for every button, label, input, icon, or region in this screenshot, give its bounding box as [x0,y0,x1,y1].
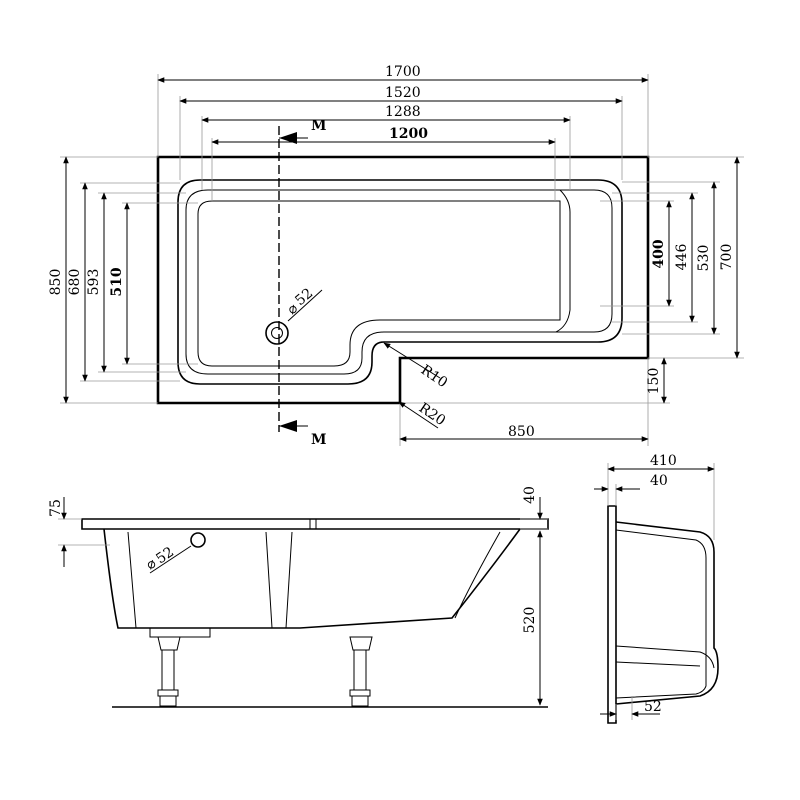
waste-outlet-icon [265,321,289,345]
side-body-inner [127,531,137,629]
dim-850-width: 850 [48,156,158,404]
dim-510: 510 [109,202,198,365]
svg-text:52: 52 [644,699,662,715]
side-rim [81,518,549,530]
svg-text:530: 530 [696,245,712,272]
dim-530: 530 [622,181,720,335]
side-waste-label: 52 [153,544,177,567]
dim-1288: 1288 [201,104,571,190]
svg-text:700: 700 [719,244,735,271]
top-view: ⌀ 52 M M 1700 1520 [48,64,744,448]
svg-text:1520: 1520 [385,85,421,101]
waste-dia-label: 52 [292,285,316,309]
base-line [197,200,561,367]
side-view: ⌀ 52 75 40 520 [48,486,549,708]
radius-r20: R20 [398,400,448,429]
svg-text:1200: 1200 [389,126,428,142]
svg-text:400: 400 [651,239,667,268]
svg-text:850: 850 [48,269,64,296]
svg-text:75: 75 [48,499,64,517]
dim-680: 680 [67,182,180,382]
dim-1200: 1200 [211,126,556,201]
waste-leader [287,289,323,322]
svg-text:R20: R20 [416,400,448,429]
svg-text:410: 410 [650,453,677,469]
side-body-inner-4 [454,531,501,619]
dim-75: 75 [48,497,110,567]
svg-text:520: 520 [522,607,538,634]
dim-150: 150 [400,357,670,404]
leg-right [349,636,373,707]
dim-40: 40 [520,486,548,530]
svg-text:R10: R10 [418,362,450,391]
basin-line [185,189,613,375]
section-marker-top: M [279,118,327,144]
dim-410: 410 [607,453,715,540]
end-rim [607,505,617,724]
dim-850-step: 850 [399,358,649,446]
side-waste-icon [190,532,206,548]
end-body-inner [615,529,707,699]
side-body-inner-3 [285,531,293,629]
side-waste-leader [149,545,192,574]
svg-text:680: 680 [67,269,83,296]
rim-line [177,179,623,385]
side-body [103,528,521,629]
svg-text:593: 593 [86,269,102,296]
dim-520: 520 [522,530,543,706]
dim-1520: 1520 [179,85,623,180]
shower-end-detail [555,189,571,333]
dim-446: 446 [612,192,698,323]
svg-text:40: 40 [650,473,668,489]
leg-left [157,636,181,707]
dim-end-52: 52 [600,696,662,720]
dim-1700: 1700 [157,64,649,157]
section-marker-bottom: M [279,420,327,448]
svg-text:850: 850 [508,424,535,440]
svg-text:1700: 1700 [385,64,421,80]
dim-593: 593 [86,192,186,373]
radius-r10: R10 [383,342,450,391]
end-body [615,521,719,705]
side-base [149,628,211,638]
side-body-inner-2 [265,531,273,629]
end-view: 410 40 52 [594,453,719,724]
svg-text:M: M [311,432,327,448]
end-body-base [615,645,715,669]
svg-text:510: 510 [109,267,125,296]
waste-outlet-inner [271,327,283,339]
svg-text:150: 150 [646,368,662,395]
svg-text:40: 40 [522,486,538,504]
svg-text:1288: 1288 [385,104,421,120]
end-body-base-2 [615,661,701,667]
svg-text:446: 446 [674,244,690,271]
dim-end-40: 40 [594,473,668,506]
dim-400: 400 [600,200,674,307]
